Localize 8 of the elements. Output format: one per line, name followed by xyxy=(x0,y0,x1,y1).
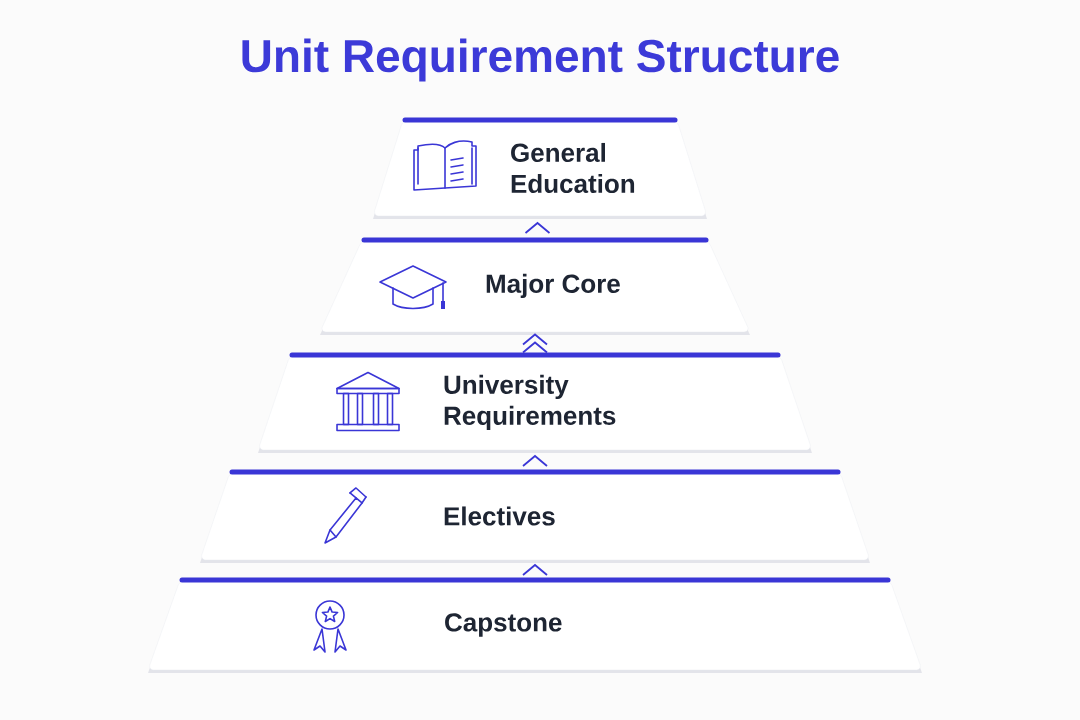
chevron-arrow xyxy=(522,563,548,576)
tier-box: Electives xyxy=(200,469,870,563)
chevron-arrow xyxy=(522,454,548,467)
tier-box: University Requirements xyxy=(258,352,812,453)
title: Unit Requirement Structure xyxy=(242,38,839,82)
tier-box: Capstone xyxy=(148,577,922,673)
chevron-arrow xyxy=(524,221,551,234)
chevron-arrow xyxy=(522,333,548,354)
